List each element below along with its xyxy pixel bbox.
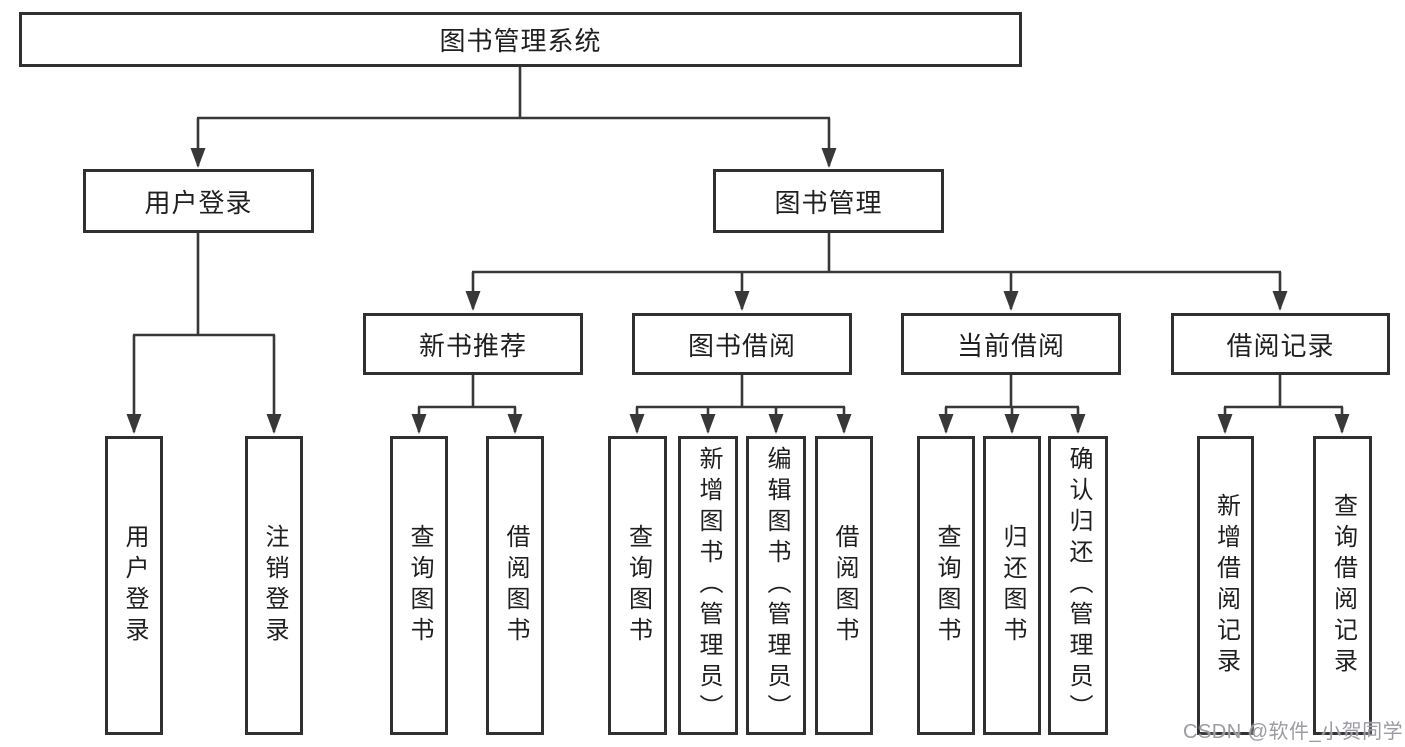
node-label: 图书管理 [774,187,883,218]
leaf-label: 新增图书（管理员） [695,446,722,725]
node-label: 图书管理系统 [439,26,602,56]
leaf-user-login: 用户登录 [105,436,163,735]
leaf-query-borrow-record: 查询借阅记录 [1313,436,1372,735]
node-label: 借阅记录 [1226,330,1335,361]
node-user-login: 用户登录 [83,169,314,233]
watermark-csdn: CSDN @软件_小贺同学 [1183,721,1404,743]
leaf-add-borrow-record: 新增借阅记录 [1197,436,1254,735]
leaf-label: 编辑图书（管理员） [763,446,790,725]
node-book-borrowing: 图书借阅 [632,313,852,375]
node-new-book-recommendation: 新书推荐 [363,313,583,375]
leaf-label: 查询借阅记录 [1329,492,1357,679]
leaf-label: 查询图书 [624,523,652,648]
leaf-label: 查询图书 [933,523,960,648]
leaf-query-books-current: 查询图书 [917,436,975,735]
leaf-borrow-books-recommend: 借阅图书 [486,436,544,735]
node-borrowing-records: 借阅记录 [1171,313,1390,375]
leaf-label: 用户登录 [121,523,148,648]
leaf-confirm-return-admin: 确认归还（管理员） [1048,436,1108,735]
leaf-edit-books-admin: 编辑图书（管理员） [746,436,806,735]
leaf-label: 借阅图书 [831,523,858,648]
leaf-label: 借阅图书 [502,523,529,648]
node-label: 新书推荐 [418,330,527,361]
leaf-return-books: 归还图书 [983,436,1041,735]
node-label: 图书借阅 [687,330,796,361]
leaf-logout: 注销登录 [245,436,303,735]
leaf-label: 归还图书 [999,523,1026,648]
leaf-label: 注销登录 [261,523,288,648]
leaf-label: 新增借阅记录 [1212,492,1240,679]
leaf-query-books-recommend: 查询图书 [390,436,448,735]
leaf-add-books-admin: 新增图书（管理员） [678,436,738,735]
node-label: 用户登录 [144,187,253,218]
node-book-management: 图书管理 [713,169,944,233]
node-current-borrowing: 当前借阅 [901,313,1121,375]
node-library-management-system: 图书管理系统 [19,12,1022,67]
leaf-query-books-borrow: 查询图书 [608,436,667,735]
leaf-borrow-books-borrow: 借阅图书 [815,436,873,735]
node-label: 当前借阅 [956,330,1065,361]
leaf-label: 确认归还（管理员） [1065,446,1092,725]
leaf-label: 查询图书 [406,523,433,648]
